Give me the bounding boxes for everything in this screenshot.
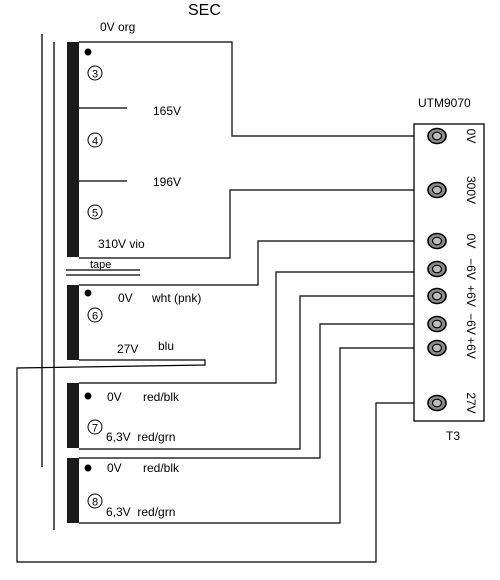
winding-1-tap-1-label: 165V — [153, 104, 181, 118]
terminal-block-designator: T3 — [446, 429, 460, 443]
terminal-block-name: UTM9070 — [418, 96, 471, 110]
transformer-core — [41, 34, 55, 530]
svg-text:7: 7 — [92, 423, 98, 435]
wire-0v-org — [79, 41, 428, 137]
terminal-lug-hole — [431, 343, 443, 353]
terminal-t8: 27V — [427, 392, 478, 414]
winding-4-start-color: red/blk — [143, 461, 180, 475]
svg-text:6: 6 — [92, 311, 98, 323]
wiring — [16, 41, 428, 563]
terminal-t3: 0V — [427, 232, 478, 250]
terminal-label: −6V — [464, 313, 478, 335]
winding-2-start-dot — [84, 289, 92, 297]
winding-1-end-label: 310V vio — [98, 237, 145, 251]
terminal-t2: 300V — [427, 176, 478, 204]
diagram-title: SEC — [188, 2, 221, 19]
terminal-lug-hole — [431, 264, 443, 274]
winding-4-core-bar — [67, 458, 79, 523]
winding-4-start-dot — [84, 464, 92, 472]
wire-red-blk-1 — [79, 271, 428, 384]
winding-1-mark-5: 5 — [87, 204, 103, 220]
winding-3-start-dot — [84, 392, 92, 400]
terminal-label: 300V — [464, 176, 478, 204]
wire-red-grn-2 — [79, 347, 428, 524]
svg-text:8: 8 — [92, 497, 98, 509]
winding-2-core-bar — [67, 285, 79, 360]
terminal-label: −6V — [464, 258, 478, 280]
winding-3-mark-7: 7 — [87, 419, 103, 435]
terminal-block — [413, 123, 485, 422]
wire-wht-pnk — [79, 240, 428, 286]
winding-2-mark-6: 6 — [87, 307, 103, 323]
winding-2-start-voltage: 0V — [118, 291, 133, 305]
winding-1-tap-2-label: 196V — [153, 175, 181, 189]
terminal-t1: 0V — [427, 127, 478, 145]
terminal-lug-hole — [431, 131, 443, 141]
terminal-label: +6V — [464, 285, 478, 307]
winding-1-core-bar — [67, 42, 79, 257]
winding-3-core-bar — [67, 383, 79, 448]
winding-1-start-dot — [84, 48, 92, 56]
winding-4-mark-8: 8 — [87, 493, 103, 509]
wire-red-grn-1 — [79, 295, 428, 450]
terminal-lug-hole — [431, 291, 443, 301]
winding-4-end-label: 6,3V red/grn — [106, 505, 175, 519]
terminal-lug-hole — [431, 398, 443, 408]
winding-2-start-color: wht (pnk) — [151, 291, 201, 305]
terminal-label: +6V — [464, 337, 478, 359]
wire-blu-27v — [16, 359, 428, 563]
tape-separator — [66, 269, 140, 276]
wire-310v-vio — [79, 189, 428, 259]
terminal-lug-hole — [431, 185, 443, 195]
tape-label: tape — [90, 259, 111, 271]
winding-3-start-color: red/blk — [143, 390, 180, 404]
winding-1-mark-4: 4 — [87, 132, 103, 148]
terminal-lug-hole — [431, 319, 443, 329]
wire-red-blk-2 — [79, 323, 428, 459]
svg-text:3: 3 — [92, 69, 98, 81]
svg-text:5: 5 — [92, 208, 98, 220]
terminal-t6: −6V — [427, 313, 478, 335]
winding-1-top-label: 0V org — [100, 20, 135, 34]
terminal-label: 0V — [464, 129, 478, 144]
svg-text:4: 4 — [92, 136, 98, 148]
terminal-list: 0V 300V 0V −6V +6V −6V +6V 27V — [427, 127, 478, 414]
terminal-t7: +6V — [427, 337, 478, 359]
terminal-t5: +6V — [427, 285, 478, 307]
winding-4-start-voltage: 0V — [107, 461, 122, 475]
terminal-label: 27V — [464, 392, 478, 413]
terminal-t4: −6V — [427, 258, 478, 280]
terminal-label: 0V — [464, 234, 478, 249]
winding-1-mark-3: 3 — [87, 65, 103, 81]
winding-2-end-color: blu — [158, 339, 174, 353]
winding-3-end-label: 6,3V red/grn — [106, 430, 175, 444]
winding-2-end-voltage: 27V — [117, 342, 138, 356]
winding-3-start-voltage: 0V — [107, 390, 122, 404]
terminal-lug-hole — [431, 236, 443, 246]
